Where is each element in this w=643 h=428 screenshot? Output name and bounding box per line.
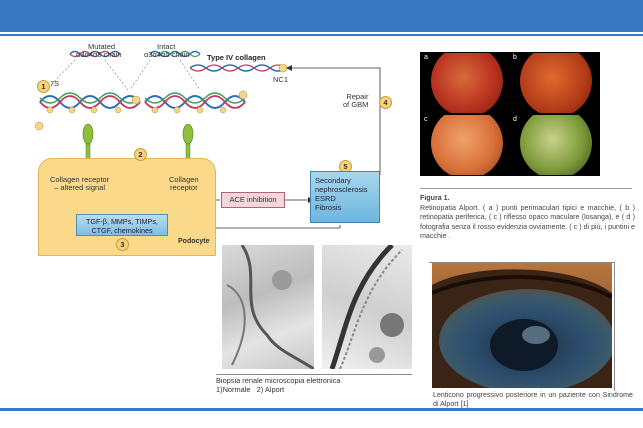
mutated-label: Mutated: [88, 42, 116, 51]
intact-chain-label: α3α4α5 chain: [144, 50, 190, 59]
microscopy-caption-line1: Biopsia renale microscopia elettronica: [216, 376, 341, 385]
step-3-badge: 3: [116, 238, 129, 251]
micrograph-normal-texture: [226, 245, 314, 369]
mutated-chain-label: α3α4α5 chain: [76, 50, 122, 59]
step-2-badge: 2: [134, 148, 147, 161]
secondary-nephrosclerosis-box: Secondary nephrosclerosis ESRD Fibrosis: [310, 171, 380, 223]
retina-photo-a: a: [422, 53, 510, 113]
retina-caption-text: Retinopatia Alport. ( a ) punti perimacu…: [420, 203, 635, 241]
retina-caption-divider: [420, 188, 632, 189]
microscopy-caption: Biopsia renale microscopia elettronica 1…: [216, 376, 416, 394]
eye-lenticonus-photo: [432, 263, 612, 388]
receptor-label: Collagen receptor: [169, 175, 199, 192]
step-1-badge: 1: [37, 80, 50, 93]
footer-divider: [0, 408, 643, 411]
type-iv-collagen-label: Type IV collagen: [207, 53, 266, 62]
micrograph-normal: [222, 245, 314, 369]
microscopy-caption-divider: [216, 374, 412, 375]
microscopy-caption-line2: 1)Normale 2) Alport: [216, 385, 285, 394]
receptor-altered-label: Collagen receptor – altered signal: [50, 175, 110, 192]
retina-caption-title: Figura 1.: [420, 194, 450, 202]
retina-photo-grid: a b c d: [420, 52, 600, 176]
header-bar: [0, 0, 643, 32]
nc1-label: NC1: [273, 75, 289, 84]
eye-photo-graphic: [432, 263, 612, 388]
eye-caption: Lenticono progressivo posteriore in un p…: [433, 391, 633, 408]
podocyte-label: Podocyte: [178, 238, 210, 245]
intact-label: Intact: [157, 42, 176, 51]
seven-s-label: 7S: [50, 79, 60, 88]
tgf-box: TGF-β, MMPs, TIMPs, CTGF, chemokines: [76, 214, 168, 236]
retina-caption: Figura 1. Retinopatia Alport. ( a ) punt…: [420, 194, 635, 242]
repair-gbm-label: Repair of GBM: [343, 92, 369, 109]
header-divider: [0, 34, 643, 36]
retina-photo-d: d: [511, 115, 599, 175]
ace-inhibition-box: ACE inhibition: [221, 192, 285, 208]
micrograph-alport: [322, 245, 412, 369]
alport-pathway-diagram: Mutated α3α4α5 chain Intact α3α4α5 chain…: [30, 40, 418, 258]
micrograph-alport-texture: [329, 245, 404, 369]
eye-photo-frame: [429, 262, 615, 391]
step-4-badge: 4: [379, 96, 392, 109]
retina-photo-c: c: [422, 115, 510, 175]
retina-photo-b: b: [511, 53, 599, 113]
electron-microscopy-panel: [218, 245, 414, 372]
